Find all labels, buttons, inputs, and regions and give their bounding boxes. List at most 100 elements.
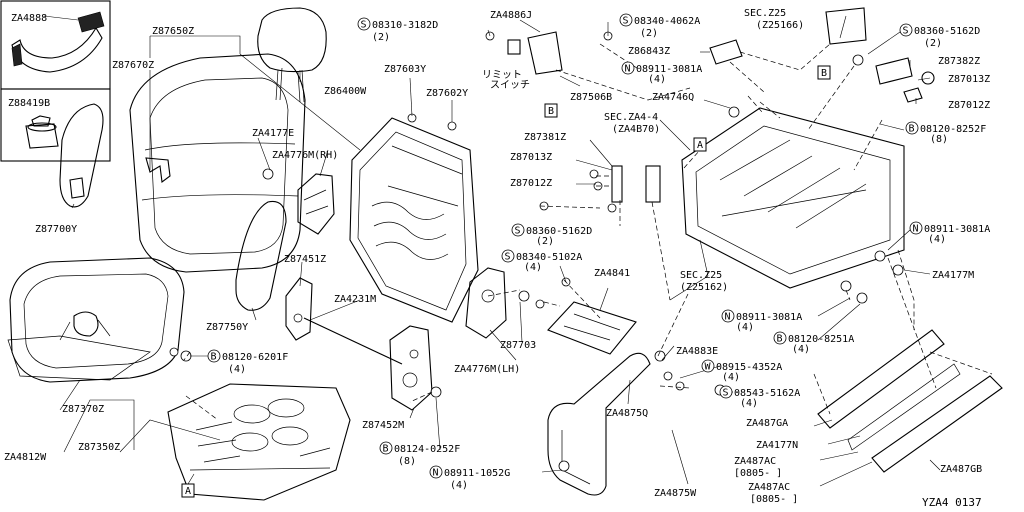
label-limit-switch-2: スイッチ — [490, 79, 530, 91]
callout-08911-3081a-top: N 08911-3081A (4) — [621, 61, 702, 85]
callout-08911-3081a-m: N 08911-3081A (4) — [721, 309, 802, 333]
label-za487ac-1: ZA487AC — [734, 456, 776, 467]
label-z87451z: Z87451Z — [284, 254, 326, 265]
mid-clip-stack — [611, 165, 661, 203]
ref-box-a-bottom: A — [181, 483, 195, 498]
nut-icon — [721, 309, 735, 323]
callout-08120-8252f: B 08120-8252F (8) — [905, 121, 986, 145]
screw-icon — [719, 385, 733, 399]
label-08915-4352a: 08915-4352A — [716, 362, 782, 373]
label-za4886j: ZA4886J — [490, 10, 532, 21]
bolt-symbol: B — [909, 124, 915, 135]
label-08120-8252f: 08120-8252F — [920, 124, 986, 135]
label-za4177n: ZA4177N — [756, 440, 798, 451]
bolt-symbol: B — [211, 352, 217, 363]
label-z87650z: Z87650Z — [152, 26, 194, 37]
qty-08911-1052g: (4) — [450, 480, 468, 491]
qty-08120-8251a: (4) — [792, 344, 810, 355]
seat-back-frame — [349, 117, 479, 323]
seat-base-frame — [681, 107, 905, 289]
inset-z88419b — [0, 88, 111, 162]
label-08340-5102a: 08340-5102A — [516, 252, 582, 263]
label-08360-5162d-top: 08360-5162D — [914, 26, 980, 37]
callout-08911-3081a-r: N 08911-3081A (4) — [909, 221, 990, 245]
washer-icon — [701, 359, 715, 373]
label-za4888: ZA4888 — [11, 13, 47, 24]
label-za487ac-1-range: [0805- ] — [734, 468, 782, 479]
nut-symbol: N — [433, 468, 439, 479]
label-za4776m-lh: ZA4776M(LH) — [454, 364, 520, 375]
callout-08360-5162d-top: S 08360-5162D (2) — [899, 23, 980, 49]
screw-symbol: S — [903, 26, 909, 37]
qty-08915-4352a: (4) — [722, 372, 740, 383]
label-sec-z25-top-sub: (Z25166) — [756, 20, 804, 31]
label-z87703: Z87703 — [500, 340, 536, 351]
ref-a-top-text: A — [697, 140, 703, 151]
bracket-z87451z — [285, 277, 313, 341]
label-08911-3081a-top: 08911-3081A — [636, 64, 702, 75]
label-za4875q: ZA4875Q — [606, 408, 648, 419]
callout-08915-4352a: W 08915-4352A (4) — [701, 359, 782, 383]
bolt-icon — [905, 121, 919, 135]
screw-icon — [899, 23, 913, 37]
screw-symbol: S — [361, 20, 367, 31]
leader-lines — [43, 15, 941, 487]
label-z87602y: Z87602Y — [426, 88, 468, 99]
callout-08340-5102a: S 08340-5102A (4) — [501, 249, 582, 273]
label-08911-3081a-r: 08911-3081A — [924, 224, 990, 235]
ref-box-a-top: A — [693, 137, 707, 152]
qty-08360-5162d-top: (2) — [924, 38, 942, 49]
bolt-icon — [773, 331, 787, 345]
label-za487ac-2: ZA487AC — [748, 482, 790, 493]
label-za487ga: ZA487GA — [746, 418, 788, 429]
label-z87506b: Z87506B — [570, 92, 612, 103]
callout-08120-6201f: B 08120-6201F (4) — [207, 349, 288, 375]
leg-frame — [547, 352, 651, 496]
label-08911-1052g: 08911-1052G — [444, 468, 510, 479]
nut-symbol: N — [725, 312, 731, 323]
label-z87603y: Z87603Y — [384, 64, 426, 75]
label-za4875w: ZA4875W — [654, 488, 697, 499]
label-limit-switch-1: リミット — [482, 70, 522, 81]
label-sec-z25-mid-sub: (Z25162) — [680, 282, 728, 293]
seat-rail-left — [817, 329, 961, 451]
nut-icon — [621, 61, 635, 75]
label-z87012z-r: Z87012Z — [948, 100, 990, 111]
callout-08340-4062a: S 08340-4062A (2) — [619, 13, 700, 39]
label-08124-0252f: 08124-0252F — [394, 444, 460, 455]
label-z87700y: Z87700Y — [35, 224, 77, 235]
recliner-mechanism — [389, 325, 433, 411]
recliner-bracket-lh — [465, 267, 507, 339]
screw-icon — [511, 223, 525, 237]
bracket-sec-z25 — [825, 7, 867, 45]
bolt-icon — [207, 349, 221, 363]
clip-z87013z — [921, 71, 935, 85]
torsion-rod — [303, 317, 403, 365]
label-08911-3081a-m: 08911-3081A — [736, 312, 802, 323]
label-08360-5162d-mid: 08360-5162D — [526, 226, 592, 237]
qty-08360-5162d-mid: (2) — [536, 236, 554, 247]
screw-symbol: S — [723, 388, 729, 399]
side-bolster — [59, 103, 104, 208]
qty-08543-5162a: (4) — [740, 398, 758, 409]
connector-z86843z — [709, 39, 743, 65]
recliner-bracket-rh — [297, 173, 335, 235]
diagram-id: YZA4 0137 — [922, 496, 982, 509]
nut-icon — [429, 465, 443, 479]
label-za4883e: ZA4883E — [676, 346, 718, 357]
ref-box-b-1: B — [544, 103, 558, 118]
callout-08911-1052g: N 08911-1052G (4) — [429, 465, 510, 491]
screw-symbol: S — [515, 226, 521, 237]
qty-08911-3081a-r: (4) — [928, 234, 946, 245]
seat-cushion — [7, 257, 185, 383]
part-labels: ZA4888 Z88419B Z87650Z Z87670Z Z86400W Z… — [4, 8, 990, 509]
washer-symbol: W — [705, 362, 712, 373]
label-z86843z: Z86843Z — [628, 46, 670, 57]
ref-a-bottom-text: A — [185, 486, 191, 497]
label-za4841: ZA4841 — [594, 268, 630, 279]
label-za4812w: ZA4812W — [4, 452, 47, 463]
screw-icon — [357, 17, 371, 31]
callout-08310-3182d: S 08310-3182D (2) — [357, 17, 438, 43]
seat-back-assembly — [129, 53, 306, 273]
